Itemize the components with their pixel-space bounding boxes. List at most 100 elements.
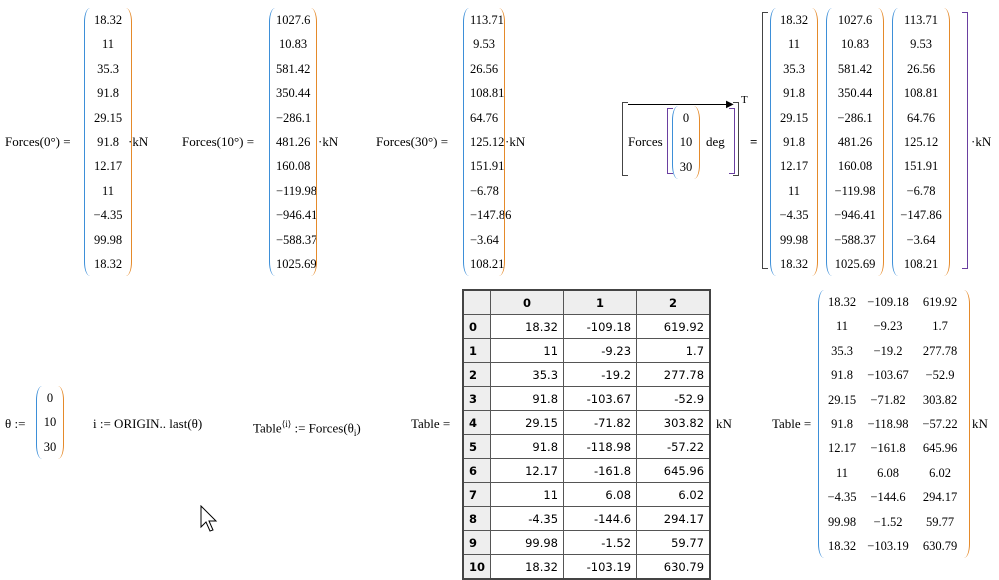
- right-bracket: [733, 102, 739, 176]
- table-cell[interactable]: 91.8: [490, 386, 565, 411]
- table-cell[interactable]: 11: [490, 338, 565, 363]
- matrix-cell: 481.26: [276, 134, 311, 149]
- matrix-cell: 0: [46, 391, 54, 405]
- matrix-cell: −946.41: [834, 208, 876, 223]
- matrix-cell: 18.32: [827, 295, 857, 309]
- row-header[interactable]: 7: [462, 482, 492, 507]
- table-cell[interactable]: 630.79: [636, 554, 711, 580]
- row-header[interactable]: 2: [462, 362, 492, 387]
- matrix-cell: 11: [101, 37, 115, 52]
- table-name: Table: [253, 420, 282, 436]
- matrix-cell: 1027.6: [276, 13, 311, 27]
- row-header[interactable]: 1: [462, 338, 492, 363]
- table-cell[interactable]: 91.8: [490, 434, 565, 459]
- matrix-cell: 581.42: [837, 61, 873, 76]
- table-rhs: := Forces(θ: [294, 420, 354, 436]
- matrix-cell: −118.98: [867, 416, 909, 431]
- table-definition: Table⟨i⟩ := Forces(θi): [253, 416, 361, 441]
- matrix-cell: 64.76: [906, 110, 936, 125]
- table-cell[interactable]: 59.77: [636, 530, 711, 555]
- table-cell[interactable]: -71.82: [563, 410, 638, 435]
- table-cell[interactable]: -9.23: [563, 338, 638, 363]
- table-cell[interactable]: 12.17: [490, 458, 565, 483]
- matrix-cell: 160.08: [276, 159, 311, 174]
- table-cell[interactable]: 18.32: [490, 554, 565, 580]
- matrix-cell: 18.32: [779, 256, 809, 271]
- table-cell[interactable]: 619.92: [636, 314, 711, 339]
- matrix-cell: 277.78: [922, 343, 958, 358]
- table-cell[interactable]: 277.78: [636, 362, 711, 387]
- table-cell[interactable]: -57.22: [636, 434, 711, 459]
- table-cell[interactable]: -144.6: [563, 506, 638, 531]
- table-cell[interactable]: -118.98: [563, 434, 638, 459]
- matrix-cell: 11: [787, 183, 801, 198]
- table-cell[interactable]: 303.82: [636, 410, 711, 435]
- column-header[interactable]: 2: [636, 289, 711, 315]
- table-cell[interactable]: 6.08: [563, 482, 638, 507]
- matrix-cell: −103.67: [867, 368, 909, 383]
- matrix-cell: 350.44: [837, 86, 873, 101]
- table-cell[interactable]: -103.19: [563, 554, 638, 580]
- matrix-cell: 18.32: [93, 256, 123, 271]
- matrix-cell: 30: [679, 159, 693, 174]
- table-cell[interactable]: -161.8: [563, 458, 638, 483]
- matrix-cell: 581.42: [276, 61, 311, 76]
- matrix-cell: −6.78: [470, 183, 499, 198]
- column-header[interactable]: 1: [563, 289, 638, 315]
- matrix-cell: 151.91: [470, 159, 505, 174]
- matrix-cell: 151.91: [903, 159, 939, 174]
- table-cell[interactable]: 11: [490, 482, 565, 507]
- row-header[interactable]: 10: [462, 554, 492, 580]
- matrix-cell: 1025.69: [276, 256, 317, 271]
- table-cell[interactable]: 1.7: [636, 338, 711, 363]
- matrix-cell: 26.56: [906, 61, 936, 76]
- table-cell[interactable]: -1.52: [563, 530, 638, 555]
- column-header[interactable]: 0: [490, 289, 565, 315]
- matrix-cell: 108.21: [903, 256, 939, 271]
- table-cell[interactable]: 6.02: [636, 482, 711, 507]
- row-header[interactable]: 3: [462, 386, 492, 411]
- matrix-cell: 59.77: [925, 514, 955, 529]
- matrix-cell: 18.32: [827, 538, 857, 553]
- table-cell[interactable]: 18.32: [490, 314, 565, 339]
- left-bracket: [622, 102, 628, 176]
- matrix-cell: −286.1: [837, 110, 873, 125]
- matrix-cell: 160.08: [837, 159, 873, 174]
- matrix-cell: 481.26: [837, 134, 873, 149]
- table-cell[interactable]: 99.98: [490, 530, 565, 555]
- matrix-cell: 35.3: [783, 61, 805, 76]
- matrix-cell: 99.98: [827, 514, 857, 529]
- row-header[interactable]: 6: [462, 458, 492, 483]
- matrix-cell: 99.98: [93, 232, 123, 247]
- matrix-cell: −19.2: [873, 343, 903, 358]
- row-header[interactable]: 5: [462, 434, 492, 459]
- table-cell[interactable]: 35.3: [490, 362, 565, 387]
- table-cell[interactable]: 29.15: [490, 410, 565, 435]
- matrix-cell: −119.98: [834, 183, 876, 198]
- table-cell[interactable]: 645.96: [636, 458, 711, 483]
- table-cell[interactable]: -52.9: [636, 386, 711, 411]
- table-cell[interactable]: -103.67: [563, 386, 638, 411]
- forces-0-label: Forces(0°) =: [5, 134, 71, 149]
- table-cell[interactable]: -4.35: [490, 506, 565, 531]
- table-cell[interactable]: 294.17: [636, 506, 711, 531]
- row-header[interactable]: 0: [462, 314, 492, 339]
- matrix-cell: 1.7: [932, 319, 948, 334]
- matrix-cell: 91.8: [831, 368, 853, 383]
- corner-cell: [462, 289, 492, 315]
- row-header[interactable]: 8: [462, 506, 492, 531]
- table-cell[interactable]: -19.2: [563, 362, 638, 387]
- matrix-cell: 108.21: [470, 256, 505, 271]
- table-cell[interactable]: -109.18: [563, 314, 638, 339]
- row-header[interactable]: 4: [462, 410, 492, 435]
- row-header[interactable]: 9: [462, 530, 492, 555]
- matrix-cell: 10: [679, 135, 693, 150]
- table-eq-label: Table =: [411, 416, 451, 431]
- matrix-cell: 350.44: [276, 86, 311, 101]
